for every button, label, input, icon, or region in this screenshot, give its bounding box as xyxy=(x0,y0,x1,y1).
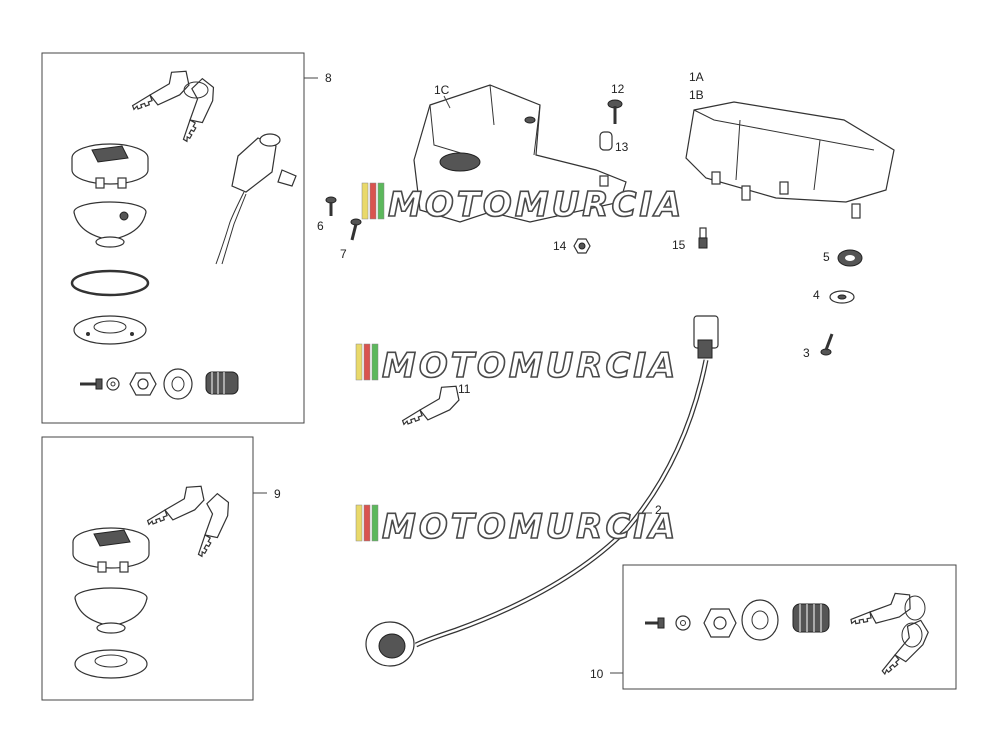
screw-12-icon xyxy=(607,99,623,124)
key-pair-icon xyxy=(140,481,210,529)
lock-washer-icon xyxy=(741,599,779,641)
callout-1c: 1C xyxy=(434,83,450,97)
kit-10-frame xyxy=(622,564,957,690)
fuel-cap-icon xyxy=(72,527,150,573)
fuel-cap-icon xyxy=(71,143,149,189)
screw-icon xyxy=(80,378,103,390)
callout-13: 13 xyxy=(615,140,629,154)
callout-14: 14 xyxy=(553,239,567,253)
cap-body-icon xyxy=(73,201,147,248)
cap-body-icon xyxy=(74,587,148,634)
callout-2: 2 xyxy=(655,503,662,517)
callout-3: 3 xyxy=(803,346,810,360)
screw-6-icon xyxy=(325,196,337,216)
key-11-icon xyxy=(395,381,465,429)
key-icon xyxy=(847,590,915,628)
kit-9-group: 9 xyxy=(41,436,281,701)
screw-7-icon xyxy=(350,218,362,241)
o-ring-icon xyxy=(70,269,150,297)
screw-icon xyxy=(645,617,665,629)
switch-housing-1c-icon xyxy=(413,84,627,223)
nut-icon xyxy=(129,372,157,396)
cable-2-icon xyxy=(365,315,719,667)
callout-8: 8 xyxy=(325,71,332,85)
callout-12: 12 xyxy=(611,82,625,96)
callout-4: 4 xyxy=(813,288,820,302)
instrument-panel-icon xyxy=(685,101,895,219)
watermark-text: MOTOMURCIA xyxy=(388,185,684,225)
callout-1b: 1B xyxy=(689,88,704,102)
cap-plate-icon xyxy=(74,649,148,679)
watermark-text: MOTOMURCIA xyxy=(382,346,678,386)
bulb-15-icon xyxy=(698,227,708,249)
callout-5: 5 xyxy=(823,250,830,264)
watermark-bottom: MOTOMURCIA xyxy=(355,504,678,548)
key-pair-icon xyxy=(125,66,195,114)
key-icon xyxy=(870,616,936,678)
watermark-middle: MOTOMURCIA xyxy=(355,343,678,387)
callout-9: 9 xyxy=(274,487,281,501)
kit-8-frame xyxy=(41,52,305,424)
callout-6: 6 xyxy=(317,219,324,233)
callout-15: 15 xyxy=(672,238,686,252)
callout-10: 10 xyxy=(590,667,604,681)
lock-cylinder-icon xyxy=(205,371,239,395)
nut-icon xyxy=(703,608,737,638)
callout-7: 7 xyxy=(340,247,347,261)
kit-9-frame xyxy=(41,436,254,701)
watermark-text: MOTOMURCIA xyxy=(382,507,678,547)
callout-11: 11 xyxy=(458,382,471,396)
callout-1a: 1A xyxy=(689,70,704,84)
nut-14-icon xyxy=(573,238,591,254)
lock-cylinder-icon xyxy=(792,603,830,633)
washer-4-icon xyxy=(829,290,855,304)
spacer-13-icon xyxy=(599,131,613,151)
screw-3-icon xyxy=(820,333,834,356)
kit-8-group: 8 xyxy=(41,52,332,424)
kit-10-group: 10 xyxy=(590,564,957,690)
watermark-top: MOTOMURCIA xyxy=(361,182,684,226)
cap-plate-icon xyxy=(73,315,147,345)
ignition-switch-icon xyxy=(215,133,297,265)
grommet-5-icon xyxy=(837,249,863,267)
lock-washer-icon xyxy=(163,368,193,400)
